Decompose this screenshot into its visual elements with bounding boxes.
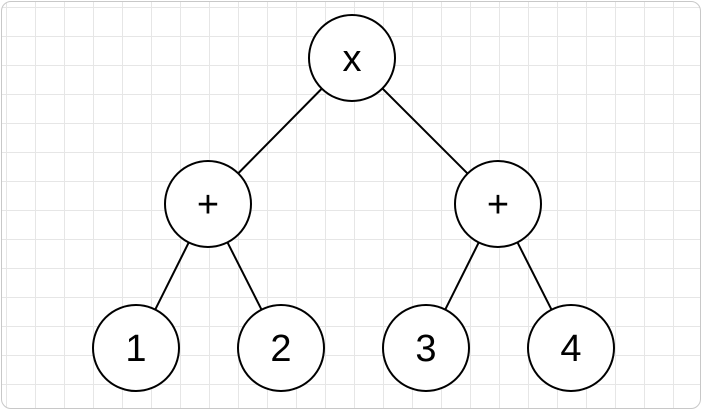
node-leaf-1: 1 — [92, 304, 180, 392]
node-leaf-4: 4 — [527, 304, 615, 392]
edge-plus-left-leaf-1 — [154, 242, 190, 310]
edge-root-plus-right — [381, 87, 469, 175]
node-leaf-2: 2 — [237, 304, 325, 392]
node-plus-right-circle — [454, 160, 542, 248]
node-leaf-2-label: 2 — [270, 328, 291, 370]
node-root: x — [308, 14, 396, 102]
node-leaf-3-circle — [382, 304, 470, 392]
node-root-circle — [308, 14, 396, 102]
edge-plus-right-leaf-3 — [444, 242, 480, 310]
node-leaf-3: 3 — [382, 304, 470, 392]
node-leaf-3-label: 3 — [415, 328, 436, 370]
node-leaf-4-circle — [527, 304, 615, 392]
node-root-label: x — [343, 38, 362, 80]
edge-root-plus-left — [237, 87, 323, 175]
node-plus-left: + — [164, 160, 252, 248]
edge-plus-left-leaf-2 — [226, 241, 263, 311]
node-plus-right-label: + — [487, 184, 509, 226]
node-leaf-1-circle — [92, 304, 180, 392]
node-plus-right: + — [454, 160, 542, 248]
node-plus-left-circle — [164, 160, 252, 248]
node-leaf-4-label: 4 — [560, 328, 581, 370]
node-leaf-1-label: 1 — [125, 328, 146, 370]
edges — [154, 87, 553, 311]
edge-plus-right-leaf-4 — [516, 241, 553, 311]
node-leaf-2-circle — [237, 304, 325, 392]
node-plus-left-label: + — [197, 184, 219, 226]
